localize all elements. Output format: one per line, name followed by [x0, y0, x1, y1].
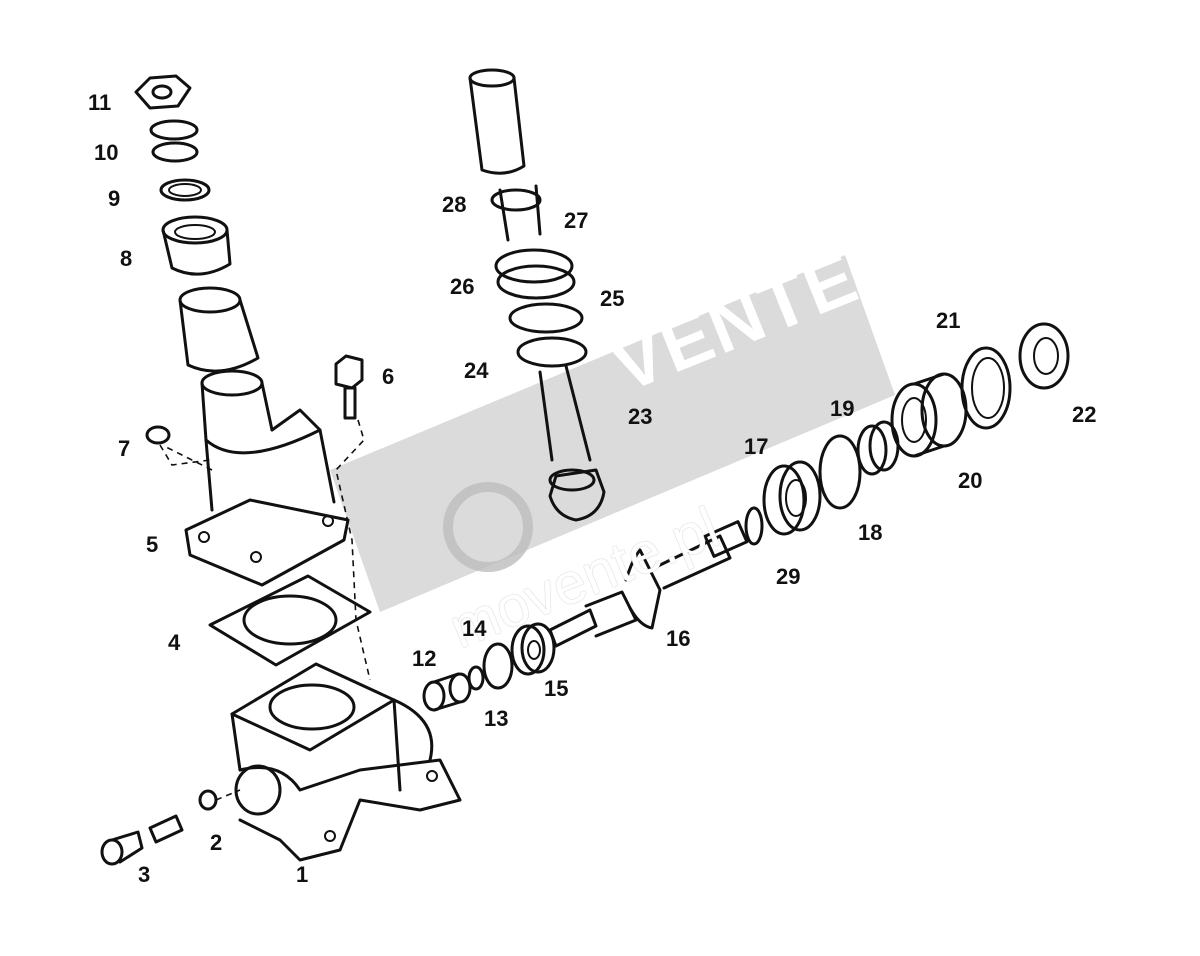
part-26-bearing: [494, 248, 576, 300]
part-29-circlip: [744, 506, 764, 546]
callout-3: 3: [138, 862, 151, 887]
callout-12: 12: [412, 646, 437, 671]
watermark-band: [330, 255, 895, 612]
part-27-clip: [490, 184, 542, 242]
callout-18: 18: [858, 520, 883, 545]
part-13-snap-ring: [467, 665, 485, 691]
callout-13: 13: [484, 706, 509, 731]
callout-22: 22: [1072, 402, 1097, 427]
part-14-washer: [482, 642, 514, 690]
callout-25: 25: [600, 286, 625, 311]
part-9-ring: [159, 178, 211, 202]
part-3-screw: [100, 814, 184, 866]
callout-17: 17: [744, 434, 769, 459]
part-11-hex-nut: [134, 74, 192, 110]
part-20-threaded-adjuster: [890, 372, 968, 458]
callout-15: 15: [544, 676, 569, 701]
callout-16: 16: [666, 626, 691, 651]
callout-21: 21: [936, 308, 961, 333]
callout-23: 23: [628, 404, 653, 429]
part-24-ring: [516, 336, 588, 368]
part-6-bolt: [334, 354, 371, 681]
callout-14: 14: [462, 616, 487, 641]
part-12-needle-bearing: [422, 672, 472, 712]
callout-19: 19: [830, 396, 855, 421]
part-4-gasket: [208, 574, 372, 667]
part-23-steering-gear-shaft: [538, 364, 606, 522]
callout-28: 28: [442, 192, 467, 217]
callout-29: 29: [776, 564, 801, 589]
part-25-washer: [508, 302, 584, 334]
part-17-bearing: [762, 460, 822, 536]
callout-10: 10: [94, 140, 119, 165]
callout-4: 4: [168, 630, 181, 655]
part-16-pinion-shaft: [548, 520, 749, 648]
callout-11: 11: [88, 90, 112, 115]
part-21-lock-ring: [960, 346, 1012, 430]
dash-links: [163, 445, 213, 471]
part-1-gearbox-housing: [230, 662, 462, 862]
part-7-plug: [145, 425, 211, 466]
part-28-shaft-top: [468, 68, 526, 175]
callout-9: 9: [108, 186, 121, 211]
callout-27: 27: [564, 208, 589, 233]
callout-2: 2: [210, 830, 223, 855]
part-18-ring: [818, 434, 862, 510]
callout-20: 20: [958, 468, 983, 493]
callout-26: 26: [450, 274, 475, 299]
part-10-spring-washer: [149, 119, 199, 163]
callout-1: 1: [296, 862, 309, 887]
callout-7: 7: [118, 436, 131, 461]
part-22-seal: [1018, 322, 1070, 390]
callout-24: 24: [464, 358, 489, 383]
callout-5: 5: [146, 532, 159, 557]
part-15-ball-bearing: [510, 622, 556, 676]
callout-8: 8: [120, 246, 133, 271]
part-5-housing-tube: [178, 286, 350, 587]
part-2-circlip: [198, 789, 241, 811]
part-8-bushing: [161, 215, 232, 276]
callout-6: 6: [382, 364, 395, 389]
